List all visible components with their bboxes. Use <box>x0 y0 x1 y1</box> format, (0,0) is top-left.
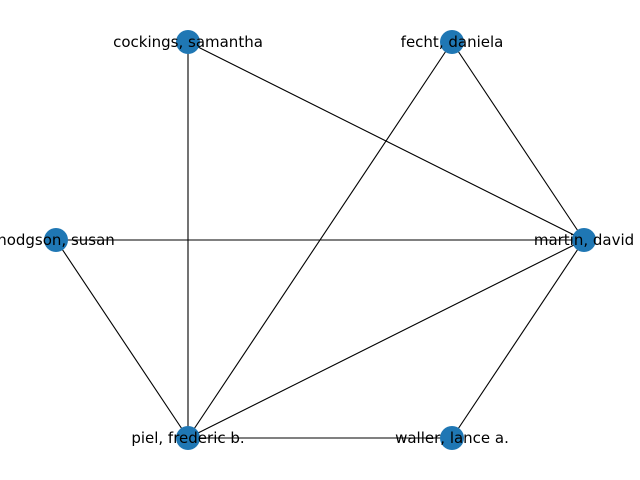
node-label-cockings: cockings, samantha <box>113 33 263 51</box>
node-layer <box>44 30 596 450</box>
edge-hodgson-piel <box>55 239 189 439</box>
node-label-waller: waller, lance a. <box>395 429 509 447</box>
node-cockings <box>176 30 200 54</box>
node-label-hodgson: hodgson, susan <box>0 231 115 249</box>
node-martin <box>572 228 596 252</box>
node-hodgson <box>44 228 68 252</box>
node-waller <box>440 426 464 450</box>
node-label-fecht: fecht, daniela <box>401 33 504 51</box>
edge-martin-waller <box>451 239 585 439</box>
label-layer: cockings, samantha fecht, daniela hodgson,… <box>0 33 634 447</box>
node-fecht <box>440 30 464 54</box>
node-label-piel: piel, frederic b. <box>131 429 244 447</box>
edge-layer <box>55 41 585 439</box>
edge-martin-piel <box>187 239 585 439</box>
node-piel <box>176 426 200 450</box>
node-label-martin: martin, david <box>534 231 634 249</box>
edge-fecht-martin <box>451 41 585 241</box>
